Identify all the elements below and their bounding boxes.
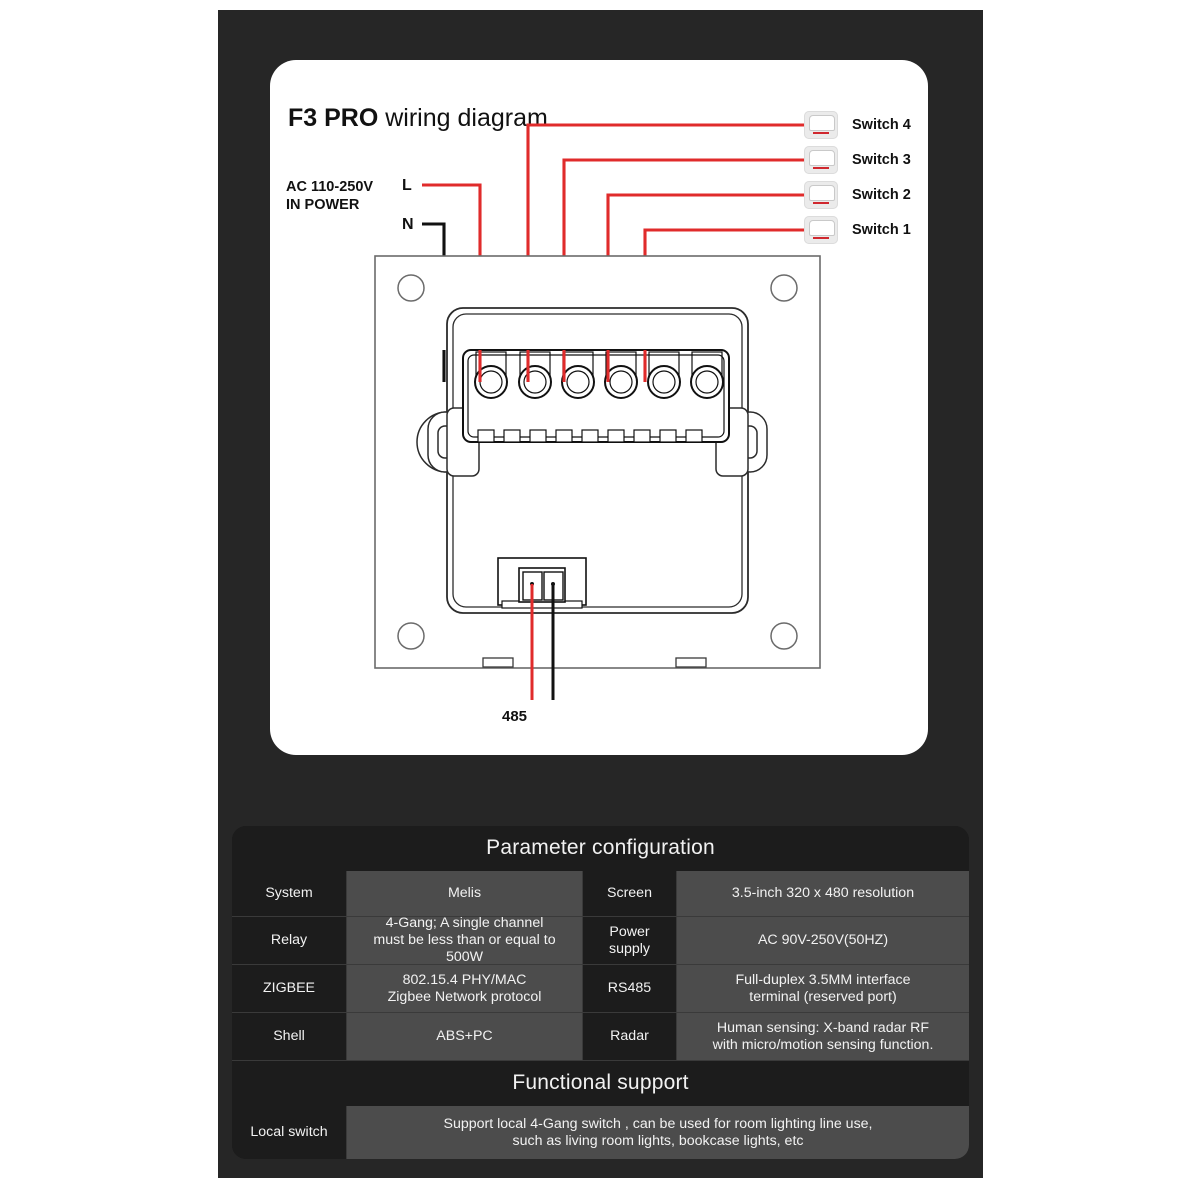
cell-key-system: System: [232, 871, 347, 917]
switch-label-3: Switch 3: [852, 152, 911, 168]
cell-key-screen: Screen: [583, 871, 677, 917]
terminal-label-neutral: N: [402, 216, 414, 233]
wiring-diagram-card: F3 PRO wiring diagram AC 110-250V IN POW…: [270, 60, 928, 755]
switch-indicator-icon: [813, 167, 829, 169]
cell-val-shell: ABS+PC: [347, 1013, 583, 1061]
table-header-parameter: Parameter configuration: [232, 826, 969, 871]
table-row: System Melis Screen 3.5-inch 320 x 480 r…: [232, 871, 969, 917]
cell-val-system: Melis: [347, 871, 583, 917]
cell-val-radar: Human sensing: X-band radar RF with micr…: [677, 1013, 969, 1061]
switch-icon-1[interactable]: [804, 216, 838, 244]
cell-val-screen: 3.5-inch 320 x 480 resolution: [677, 871, 969, 917]
cell-val-rs485: Full-duplex 3.5MM interface terminal (re…: [677, 965, 969, 1013]
cell-key-shell: Shell: [232, 1013, 347, 1061]
rs485-connector: [497, 557, 587, 609]
rs485-label: 485: [502, 708, 528, 725]
cell-key-rs485: RS485: [583, 965, 677, 1013]
title-text: wiring diagram: [378, 104, 548, 132]
switch-rocker-icon: [809, 115, 835, 131]
mounting-ear-left: [416, 407, 480, 477]
ac-power-label: AC 110-250V IN POWER: [286, 179, 374, 213]
switch-rocker-icon: [809, 220, 835, 236]
table-row: Local switch Support local 4-Gang switch…: [232, 1106, 969, 1159]
table-row: ZIGBEE 802.15.4 PHY/MAC Zigbee Network p…: [232, 965, 969, 1013]
switch-icon-2[interactable]: [804, 181, 838, 209]
terminal-wire-stubs: [442, 350, 647, 382]
cell-key-radar: Radar: [583, 1013, 677, 1061]
cell-key-local-switch: Local switch: [232, 1106, 347, 1159]
switch-indicator-icon: [813, 237, 829, 239]
table-row: Shell ABS+PC Radar Human sensing: X-band…: [232, 1013, 969, 1061]
plate-screw-holes: [397, 274, 798, 650]
switch-label-2: Switch 2: [852, 187, 911, 203]
switch-indicator-icon: [813, 132, 829, 134]
terminal-label-live: L: [402, 177, 412, 194]
table-header-functional: Functional support: [232, 1061, 969, 1106]
cell-key-relay: Relay: [232, 917, 347, 965]
parameter-configuration-table: Parameter configuration System Melis Scr…: [232, 826, 969, 1159]
switch-icon-4[interactable]: [804, 111, 838, 139]
rs485-wires: [530, 584, 555, 700]
terminal-block: [462, 349, 730, 443]
table-row: Relay 4-Gang; A single channel must be l…: [232, 915, 969, 965]
cell-val-power: AC 90V-250V(50HZ): [677, 917, 969, 965]
cell-key-power: Power supply: [583, 917, 677, 965]
cell-val-local-switch: Support local 4-Gang switch , can be use…: [347, 1106, 969, 1159]
switch-label-1: Switch 1: [852, 222, 911, 238]
page-title: F3 PRO wiring diagram: [288, 104, 548, 133]
plate-bottom-tabs: [482, 657, 707, 668]
switch-icon-3[interactable]: [804, 146, 838, 174]
switch-indicator-icon: [813, 202, 829, 204]
wiring-schematic: [374, 123, 821, 700]
cell-val-relay: 4-Gang; A single channel must be less th…: [347, 915, 583, 965]
title-model: F3 PRO: [288, 104, 379, 132]
switch-label-4: Switch 4: [852, 117, 911, 133]
terminal-comb: [477, 429, 703, 443]
switch-rocker-icon: [809, 150, 835, 166]
cell-val-zigbee: 802.15.4 PHY/MAC Zigbee Network protocol: [347, 965, 583, 1013]
cell-key-zigbee: ZIGBEE: [232, 965, 347, 1013]
switch-rocker-icon: [809, 185, 835, 201]
